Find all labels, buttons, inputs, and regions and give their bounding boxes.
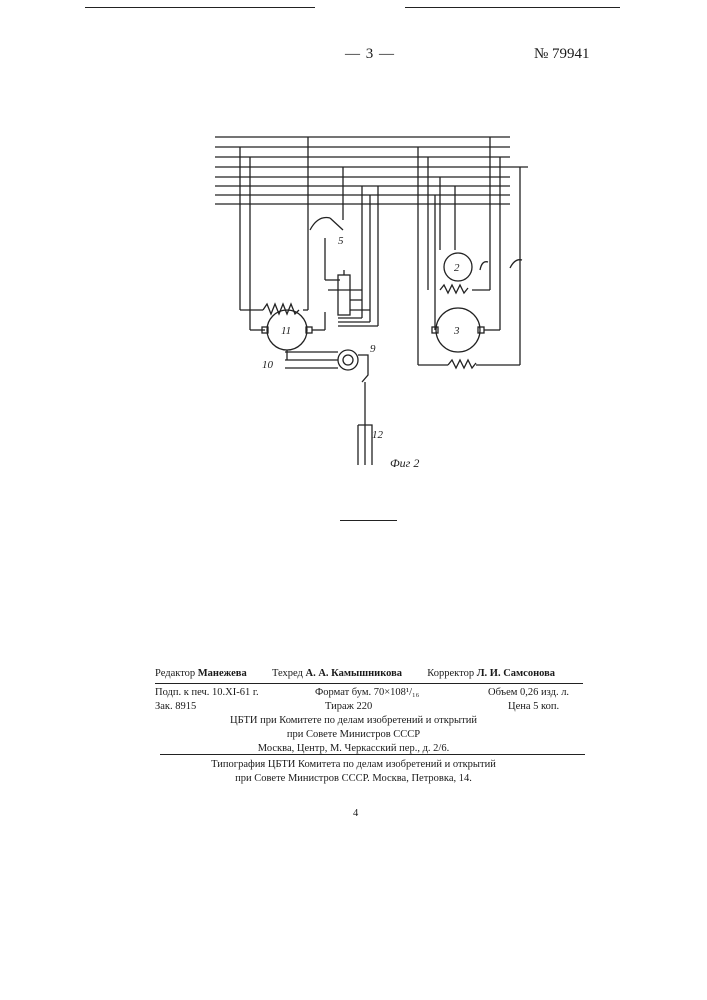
credits-rule <box>155 683 583 684</box>
top-rule-right <box>405 7 620 8</box>
label-5: 5 <box>338 235 344 247</box>
patent-number: № 79941 <box>534 46 590 63</box>
imprint-org-address: Москва, Центр, М. Черкасский пер., д. 2/… <box>0 743 707 754</box>
label-3: 3 <box>453 325 460 337</box>
imprint-format: Формат бум. 70×108¹/₁₆ <box>315 687 419 698</box>
circuit-diagram: 2 3 5 9 10 11 12 Фиг 2 <box>200 120 540 480</box>
footer-page-number: 4 <box>353 808 358 819</box>
label-10: 10 <box>262 359 274 371</box>
separator-rule <box>340 520 397 521</box>
typography-line2: при Совете Министров СССР. Москва, Петро… <box>0 773 707 784</box>
top-rule-left <box>85 7 315 8</box>
imprint-rule <box>160 754 585 755</box>
imprint-print-run: Тираж 220 <box>325 701 372 712</box>
editor-name: Манежева <box>198 668 247 679</box>
imprint-price: Цена 5 коп. <box>508 701 559 712</box>
corrector-role: Корректор <box>427 668 474 679</box>
techred-role: Техред <box>272 668 303 679</box>
credits-line: Редактор Манежева Техред А. А. Камышнико… <box>155 668 580 679</box>
label-12: 12 <box>372 429 384 441</box>
label-11: 11 <box>281 325 291 337</box>
label-9: 9 <box>370 343 376 355</box>
imprint-order: Зак. 8915 <box>155 701 196 712</box>
figure-caption: Фиг 2 <box>390 456 419 470</box>
imprint-volume: Объем 0,26 изд. л. <box>488 687 569 698</box>
imprint-org-line2: при Совете Министров СССР <box>0 729 707 740</box>
techred-name: А. А. Камышникова <box>305 668 402 679</box>
editor-role: Редактор <box>155 668 195 679</box>
imprint-signed: Подп. к печ. 10.XI-61 г. <box>155 687 259 698</box>
label-2: 2 <box>454 262 460 274</box>
imprint-org-line1: ЦБТИ при Комитете по делам изобретений и… <box>0 715 707 726</box>
corrector-name: Л. И. Самсонова <box>477 668 555 679</box>
typography-line1: Типография ЦБТИ Комитета по делам изобре… <box>0 759 707 770</box>
page-number: — 3 — <box>345 46 395 63</box>
